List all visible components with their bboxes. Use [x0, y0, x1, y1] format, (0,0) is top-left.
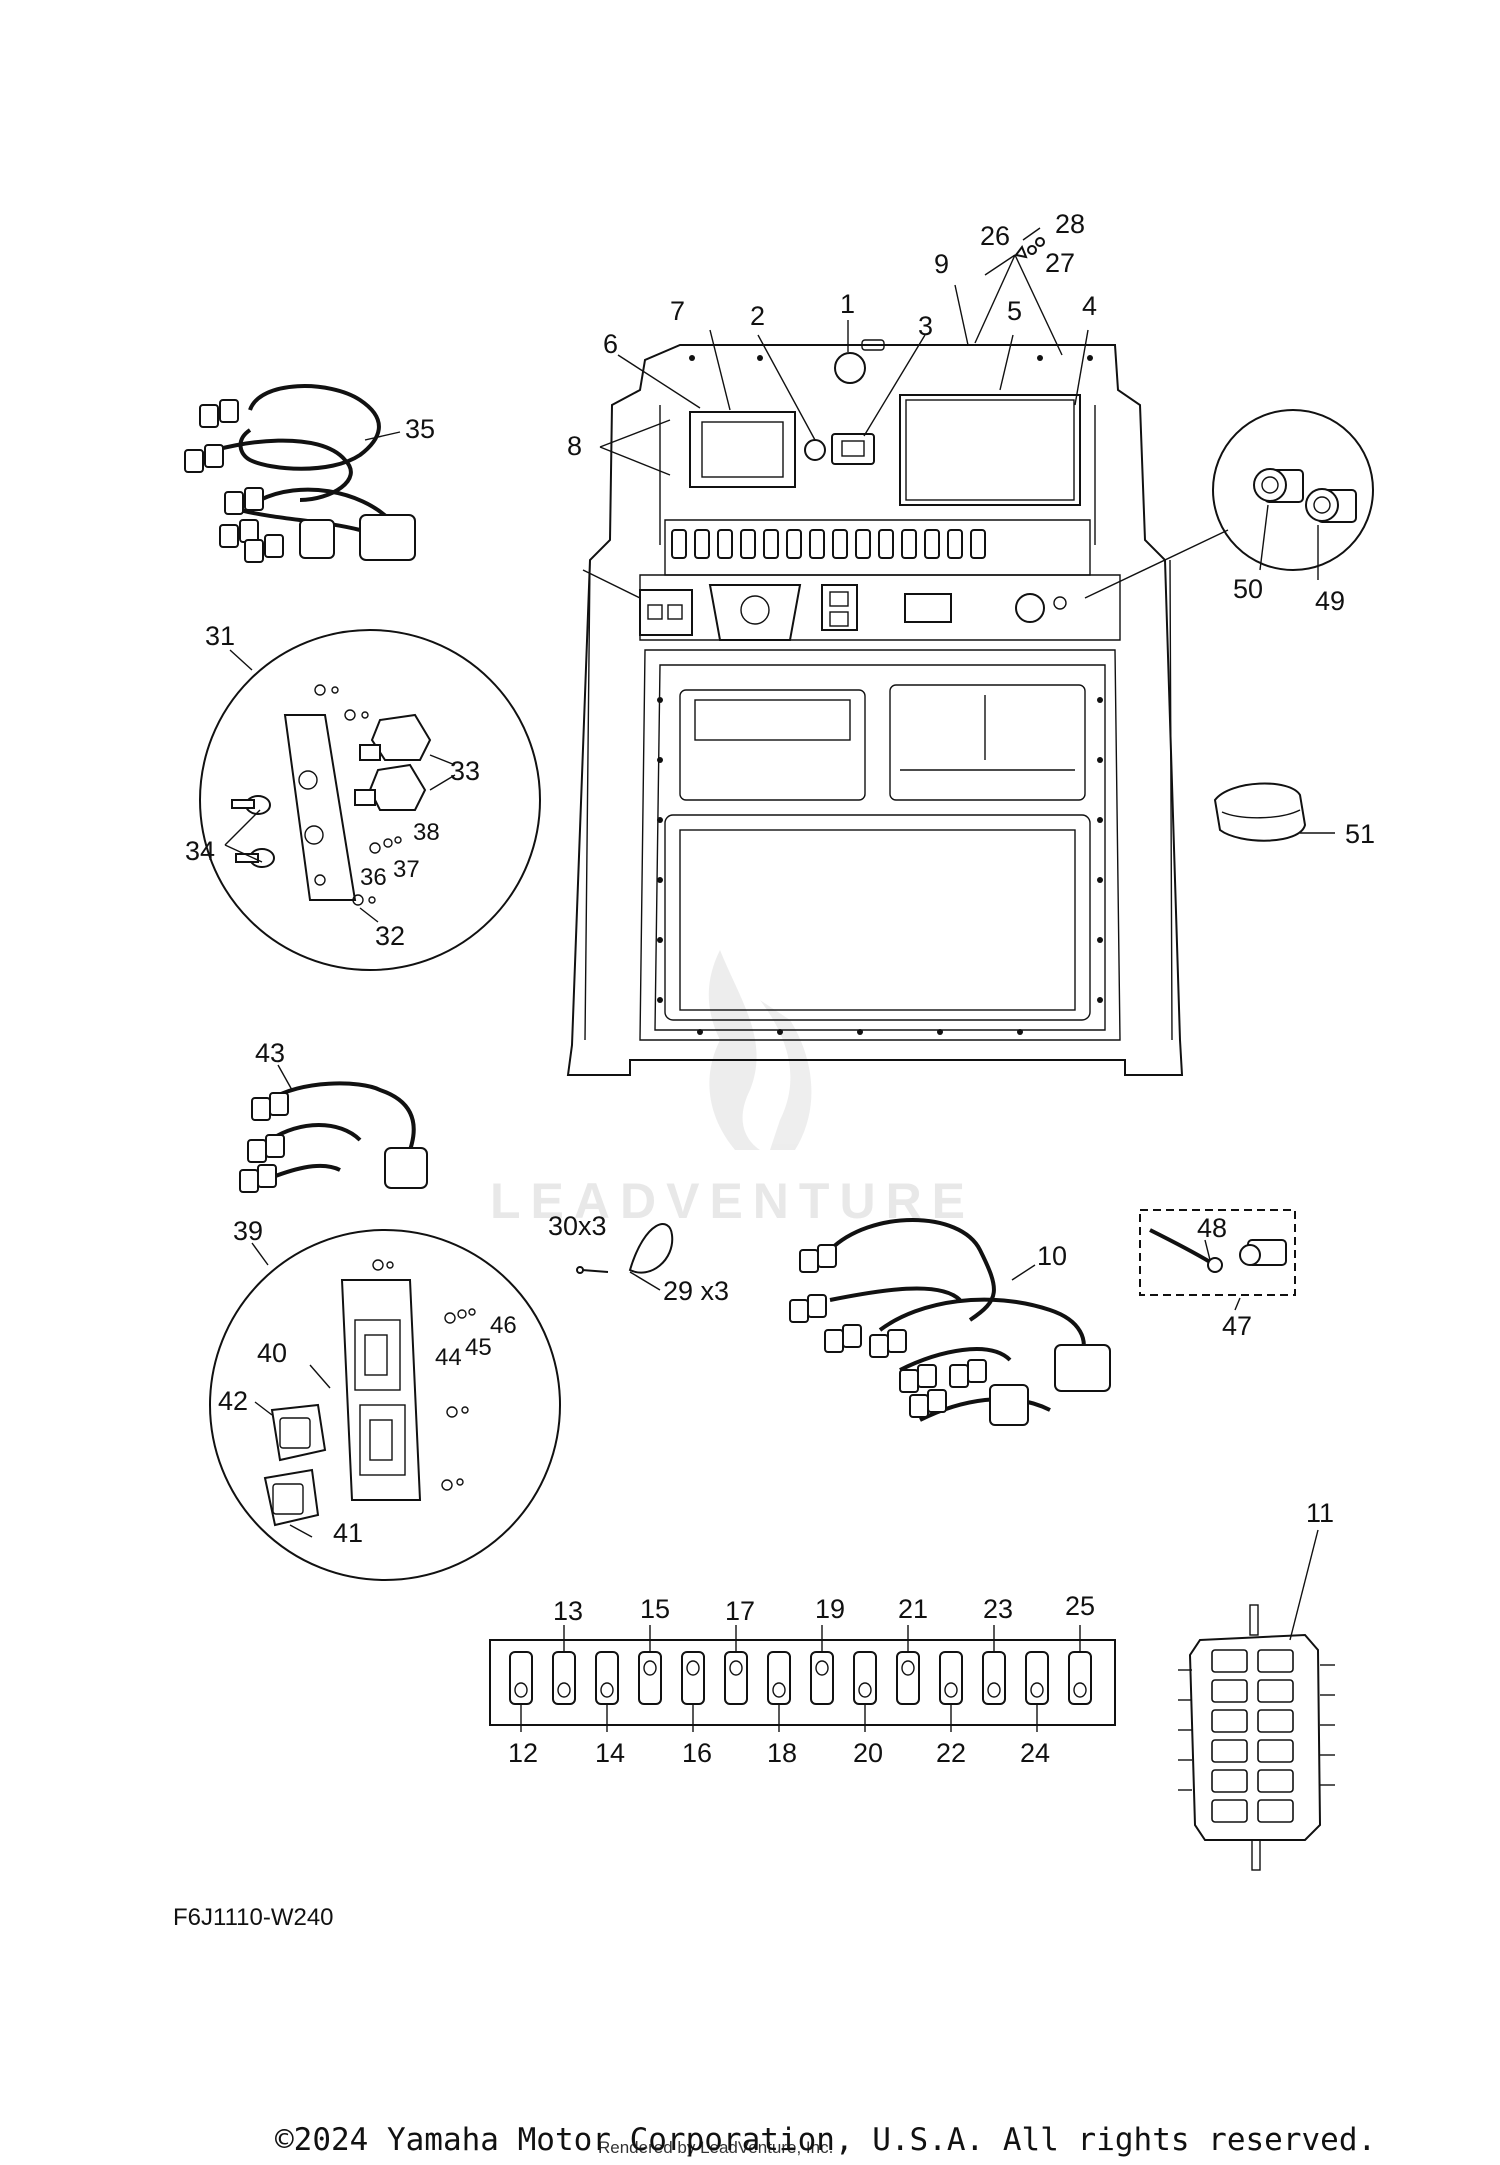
callout-38: 38	[413, 819, 440, 846]
callout-21: 21	[898, 1594, 928, 1624]
callout-labels: 1 2 3 4 5 6 7 8 9 10 11 12 13 14 15 16 1…	[185, 209, 1375, 1768]
washers-44-46	[372, 1259, 476, 1491]
fastener-26-28	[1014, 237, 1045, 259]
watermark-text: LEADVENTURE	[490, 1173, 975, 1229]
callout-43: 43	[255, 1038, 285, 1068]
callout-27: 27	[1045, 248, 1075, 278]
callout-11: 11	[1306, 1498, 1334, 1528]
part-4-display	[899, 394, 1081, 506]
callout-19: 19	[815, 1594, 845, 1624]
callout-17: 17	[725, 1596, 755, 1626]
panel-socket	[1015, 593, 1045, 623]
callout-2: 2	[750, 301, 765, 331]
callout-34: 34	[185, 836, 215, 866]
copyright-text: ©2024 Yamaha Motor Corporation, U.S.A. A…	[275, 2122, 1376, 2158]
callout-32: 32	[375, 921, 405, 951]
callout-51: 51	[1345, 819, 1375, 849]
dash-leaders	[582, 227, 1229, 599]
callout-12: 12	[508, 1738, 538, 1768]
callout-16: 16	[682, 1738, 712, 1768]
callout-47: 47	[1222, 1311, 1252, 1341]
callout-7: 7	[670, 296, 685, 326]
watermark: LEADVENTURE	[490, 950, 975, 1229]
detail-31-toggle-panel	[199, 629, 541, 971]
part-33-toggles	[354, 713, 432, 811]
detail-sockets-49-50	[1212, 409, 1374, 580]
part-1-plug	[834, 352, 866, 384]
callout-14: 14	[595, 1738, 625, 1768]
callout-35: 35	[405, 414, 435, 444]
callout-18: 18	[767, 1738, 797, 1768]
callout-28: 28	[1055, 209, 1085, 239]
callout-3: 3	[918, 311, 933, 341]
storage-lower	[664, 814, 1091, 1021]
diagram-code: F6J1110-W240	[173, 1904, 334, 1931]
switch-strip-12-25	[489, 1625, 1116, 1732]
storage-left	[679, 689, 866, 801]
panel-switch-row	[671, 529, 986, 559]
panel-holes-top	[689, 355, 1093, 361]
callout-45: 45	[465, 1334, 492, 1361]
callout-26: 26	[980, 221, 1010, 251]
dash-panel-assembly	[566, 339, 1184, 1076]
part-3-usb	[831, 433, 875, 465]
part-42-rocker	[270, 1403, 327, 1462]
harness-43	[239, 1064, 428, 1193]
panel-gauge-window	[904, 593, 952, 623]
panel-rivets	[657, 697, 1103, 1035]
key-switch-47-48	[1139, 1209, 1296, 1311]
callout-4: 4	[1082, 291, 1097, 321]
part-11-fuse-block	[1178, 1529, 1335, 1871]
callout-40: 40	[257, 1338, 287, 1368]
washers-36-38	[314, 684, 402, 906]
rendered-by-text: Rendered by LeadVenture, Inc.	[598, 2138, 833, 2157]
part-32-plate	[283, 714, 357, 901]
callout-31: 31	[205, 621, 235, 651]
callout-39: 39	[233, 1216, 263, 1246]
callout-25: 25	[1065, 1591, 1095, 1621]
callout-50: 50	[1233, 574, 1263, 604]
callout-6: 6	[603, 329, 618, 359]
callout-48: 48	[1197, 1213, 1227, 1243]
callout-41: 41	[333, 1518, 363, 1548]
callout-1: 1	[840, 289, 855, 319]
callout-49: 49	[1315, 586, 1345, 616]
part-51-cap	[1213, 782, 1335, 842]
detail-39-rocker-panel	[209, 1229, 561, 1581]
callout-36: 36	[360, 864, 387, 891]
harness-35	[184, 384, 416, 563]
callout-9: 9	[934, 249, 949, 279]
cable-tie-29-30	[576, 1223, 674, 1291]
callout-42: 42	[218, 1386, 248, 1416]
part-7-display	[689, 411, 796, 488]
callout-5: 5	[1007, 296, 1022, 326]
callout-30: 30x3	[548, 1211, 607, 1241]
callout-29: 29 x3	[663, 1276, 729, 1306]
callout-44: 44	[435, 1344, 462, 1371]
callout-37: 37	[393, 856, 420, 883]
storage-right	[889, 684, 1086, 801]
callout-33: 33	[450, 756, 480, 786]
callout-20: 20	[853, 1738, 883, 1768]
callout-23: 23	[983, 1594, 1013, 1624]
callout-8: 8	[567, 431, 582, 461]
callout-22: 22	[936, 1738, 966, 1768]
part-34-knobs	[231, 795, 275, 868]
panel-center-plate	[708, 584, 802, 641]
part-41-rocker	[263, 1468, 320, 1527]
part-2-switch	[804, 439, 826, 461]
callout-24: 24	[1020, 1738, 1050, 1768]
harness-10	[789, 1218, 1111, 1426]
callout-46: 46	[490, 1312, 517, 1339]
callout-10: 10	[1037, 1241, 1067, 1271]
callout-15: 15	[640, 1594, 670, 1624]
callout-13: 13	[553, 1596, 583, 1626]
